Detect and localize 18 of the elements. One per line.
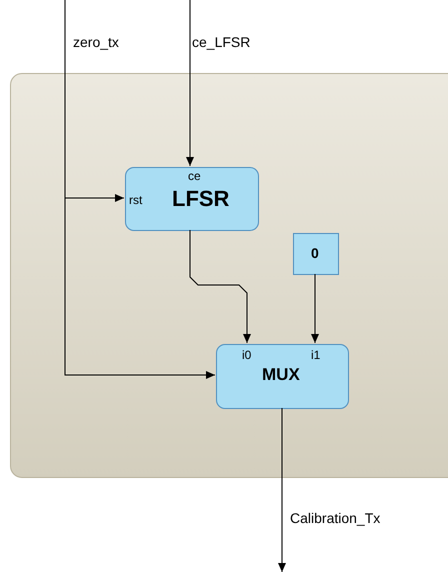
signal-label: zero_tx — [73, 34, 119, 50]
block-label: LFSR — [172, 186, 230, 212]
port-label: i1 — [311, 348, 320, 362]
function-block — [216, 344, 349, 409]
block-label: 0 — [311, 245, 319, 261]
constant-box — [293, 233, 339, 275]
port-label: i0 — [242, 348, 252, 362]
arrow — [311, 274, 319, 344]
port-label: ce — [188, 169, 201, 183]
block-label: MUX — [262, 365, 300, 385]
signal-label: ce_LFSR — [192, 34, 250, 50]
arrow — [186, 0, 194, 166]
signal-label: Calibration_Tx — [290, 510, 380, 526]
arrow — [190, 230, 251, 344]
arrow — [278, 408, 286, 572]
function-block — [125, 167, 259, 231]
port-label: rst — [129, 193, 142, 207]
module-panel — [10, 73, 448, 478]
